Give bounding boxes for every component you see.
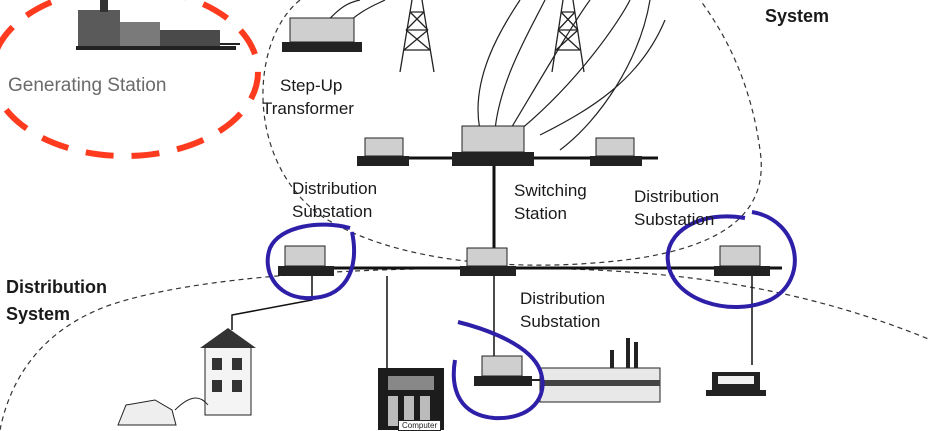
purple-circle-right — [665, 210, 797, 309]
distribution-substation-right-label-1: Distribution — [634, 187, 720, 206]
switching-station-label-2: Station — [514, 204, 567, 223]
factory-icon — [532, 338, 661, 403]
switching-station-icon — [452, 125, 534, 166]
transmission-lines — [317, 0, 666, 151]
distribution-substation-mid-icon — [474, 355, 532, 386]
distribution-substation-right-label-2: Substation — [634, 210, 715, 229]
distribution-substation-left-icon — [278, 245, 334, 276]
step-up-transformer-label-2: Transformer — [262, 99, 354, 118]
distribution-substation-left-label-1: Distribution — [292, 179, 378, 198]
distribution-substation-left-label-2: Substation — [292, 202, 373, 221]
step-up-transformer-icon — [282, 17, 362, 52]
generating-station-icon — [76, 0, 240, 50]
generating-station-label: Generating Station — [8, 75, 167, 96]
distribution-system-boundary — [0, 267, 931, 430]
distribution-substation-right-icon — [714, 245, 770, 276]
transmission-tower-left — [399, 0, 435, 73]
purple-circle-left — [265, 222, 357, 301]
step-up-transformer-label-1: Step-Up — [280, 76, 343, 95]
transmission-system-boundary — [262, 0, 762, 266]
generating-station-highlight — [0, 0, 261, 159]
transmission-system-label: System — [765, 6, 830, 26]
switching-station-label-1: Switching — [514, 181, 587, 200]
purple-annotations — [265, 210, 797, 421]
purple-circle-mid — [451, 320, 545, 421]
feeder-lines — [231, 276, 753, 370]
substation-left-upper-icon — [357, 137, 409, 166]
house-icon — [200, 328, 256, 416]
distribution-system-label-2: System — [6, 304, 71, 324]
distribution-substation-mid-label-2: Substation — [520, 312, 601, 331]
commercial-building-icon — [378, 368, 444, 430]
computer-tag: Computer — [398, 420, 442, 431]
substation-right-upper-icon — [590, 137, 642, 166]
distribution-substation-center-icon — [460, 247, 516, 276]
distribution-substation-mid-label-1: Distribution — [520, 289, 606, 308]
distribution-system-label-1: Distribution — [6, 277, 107, 297]
industrial-building-icon — [706, 372, 766, 396]
transmission-tower-right — [551, 0, 585, 73]
car-icon — [117, 397, 209, 426]
